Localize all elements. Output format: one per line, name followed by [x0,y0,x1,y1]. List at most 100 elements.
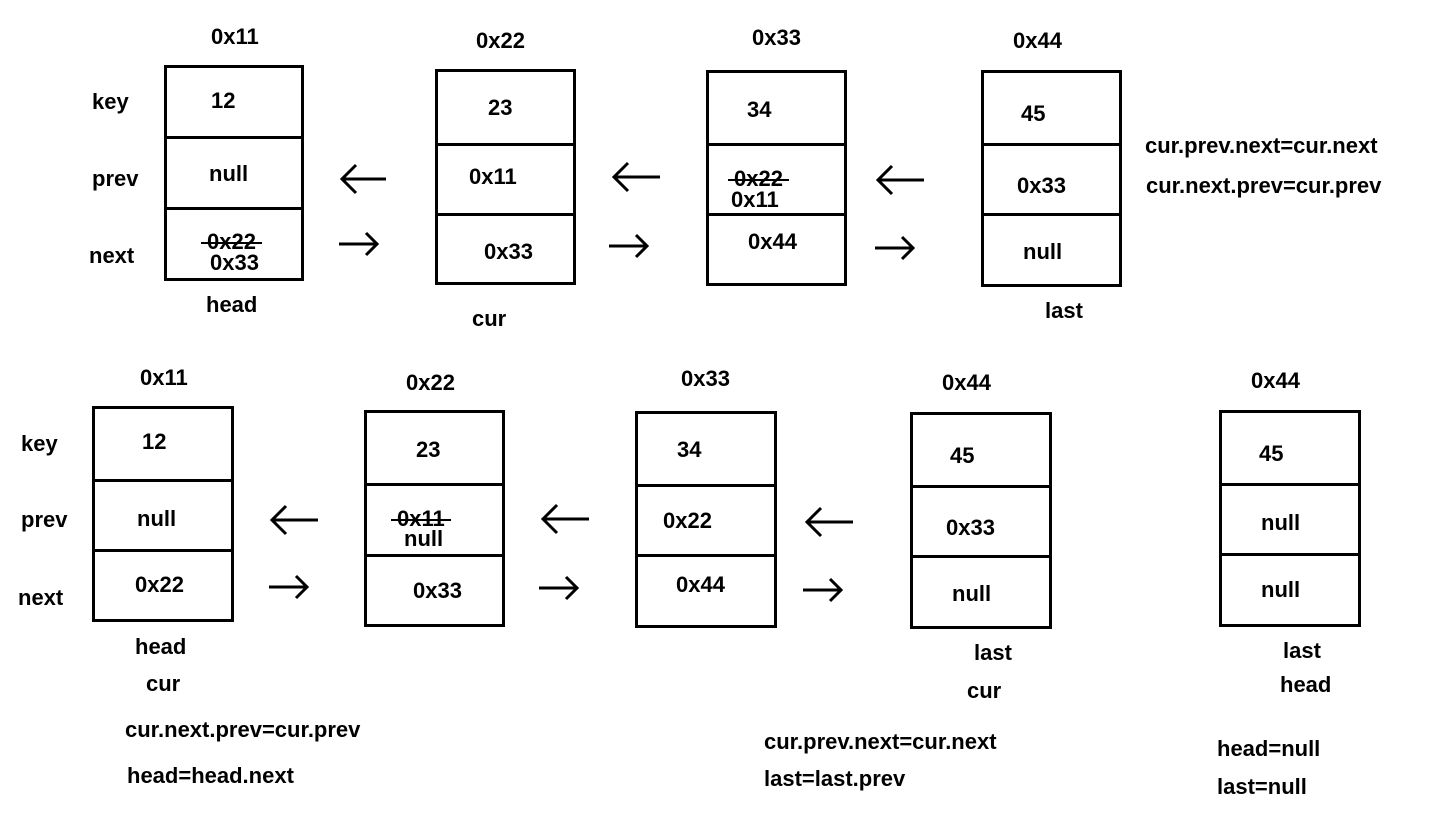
pointer-label-last: last [1283,638,1321,663]
row-label-prev: prev [92,166,139,191]
pointer-label-cur: cur [967,678,1002,703]
prev-value: 0x33 [1017,173,1066,198]
prev-cell: null [1222,483,1358,556]
arrow-left-icon [804,506,853,538]
list-node: 23 0x11 0x33 [435,69,576,285]
code-line: cur.next.prev=cur.prev [1146,173,1382,198]
code-line: last=null [1217,774,1307,799]
prev-value: 0x11 [731,187,779,212]
next-cell: null [984,213,1119,287]
key-cell: 23 [367,413,502,483]
key-cell: 12 [167,68,301,136]
arrow-right-icon [339,231,380,257]
code-line: cur.prev.next=cur.next [1145,133,1378,158]
next-cell: null [1222,553,1358,627]
arrow-left-icon [269,504,318,536]
prev-cell: 0x22 0x11 [709,143,844,216]
prev-value: 0x22 [663,508,712,533]
node-address: 0x33 [752,25,801,50]
row-label-next: next [18,585,64,610]
arrow-right-icon [609,233,650,259]
prev-value: null [209,161,249,186]
arrow-left-icon [540,503,589,535]
list-node: 45 null null [1219,410,1361,627]
list-node: 45 0x33 null [910,412,1052,629]
next-value: 0x22 [135,572,184,597]
prev-value: null [137,506,177,531]
arrow-left-icon [875,164,924,196]
key-cell: 45 [984,73,1119,143]
prev-value: null [404,526,444,551]
node-address: 0x33 [681,366,730,391]
arrow-right-icon [875,235,916,261]
pointer-label-cur: cur [146,671,181,696]
prev-cell: 0x33 [913,485,1049,558]
prev-old-value-struck: 0x22 [728,166,789,191]
code-line: head=head.next [127,763,294,788]
key-value: 45 [1259,441,1284,466]
node-address: 0x44 [1251,368,1300,393]
next-cell: 0x44 [638,554,774,628]
prev-cell: 0x33 [984,143,1119,216]
prev-cell: 0x11 [438,143,573,216]
list-node: 34 0x22 0x11 0x44 [706,70,847,286]
arrow-right-icon [269,574,310,600]
code-line: cur.next.prev=cur.prev [125,717,361,742]
next-cell: 0x33 [367,554,502,627]
row-label-key: key [92,89,129,114]
prev-cell: null [95,479,231,552]
key-cell: 12 [95,409,231,479]
arrow-right-icon [803,577,844,603]
key-value: 12 [211,88,236,113]
prev-value: 0x33 [946,515,995,540]
code-line: head=null [1217,736,1321,761]
node-address: 0x44 [1013,28,1062,53]
next-cell: 0x44 [709,213,844,286]
list-node: 23 0x11 null 0x33 [364,410,505,627]
prev-old-value-struck: 0x11 [391,506,451,531]
key-cell: 45 [1222,413,1358,483]
key-cell: 45 [913,415,1049,485]
list-node: 12 null 0x22 0x33 [164,65,304,281]
node-address: 0x44 [942,370,991,395]
key-cell: 34 [709,73,844,143]
pointer-label-head: head [135,634,187,659]
key-cell: 34 [638,414,774,484]
pointer-label-last: last [974,640,1012,665]
prev-value: null [1261,510,1301,535]
arrow-left-icon [339,163,386,195]
code-line: cur.prev.next=cur.next [764,729,997,754]
next-cell: 0x33 [438,213,573,285]
key-value: 34 [677,437,702,462]
next-value: null [952,581,992,606]
key-cell: 23 [438,72,573,143]
key-value: 12 [142,429,167,454]
key-value: 45 [1021,101,1046,126]
node-address: 0x11 [140,365,188,390]
row-label-next: next [89,243,135,268]
next-value: null [1261,577,1301,602]
next-cell: null [913,555,1049,629]
list-node: 45 0x33 null [981,70,1122,287]
prev-cell: 0x22 [638,484,774,557]
list-node: 34 0x22 0x44 [635,411,777,628]
pointer-label-head: head [1280,672,1332,697]
key-value: 45 [950,443,975,468]
next-cell: 0x22 0x33 [167,207,301,281]
key-value: 23 [416,437,441,462]
key-value: 34 [747,97,772,122]
next-old-value-struck: 0x22 [201,229,262,254]
key-value: 23 [488,95,513,120]
pointer-label-last: last [1045,298,1083,323]
code-line: last=last.prev [764,766,906,791]
pointer-label-head: head [206,292,258,317]
next-value: null [1023,239,1063,264]
row-label-prev: prev [21,507,68,532]
next-value: 0x44 [748,229,797,254]
next-value: 0x33 [484,239,533,264]
arrow-right-icon [539,575,580,601]
arrow-left-icon [611,161,660,193]
next-value: 0x44 [676,572,725,597]
next-value: 0x33 [210,250,259,275]
